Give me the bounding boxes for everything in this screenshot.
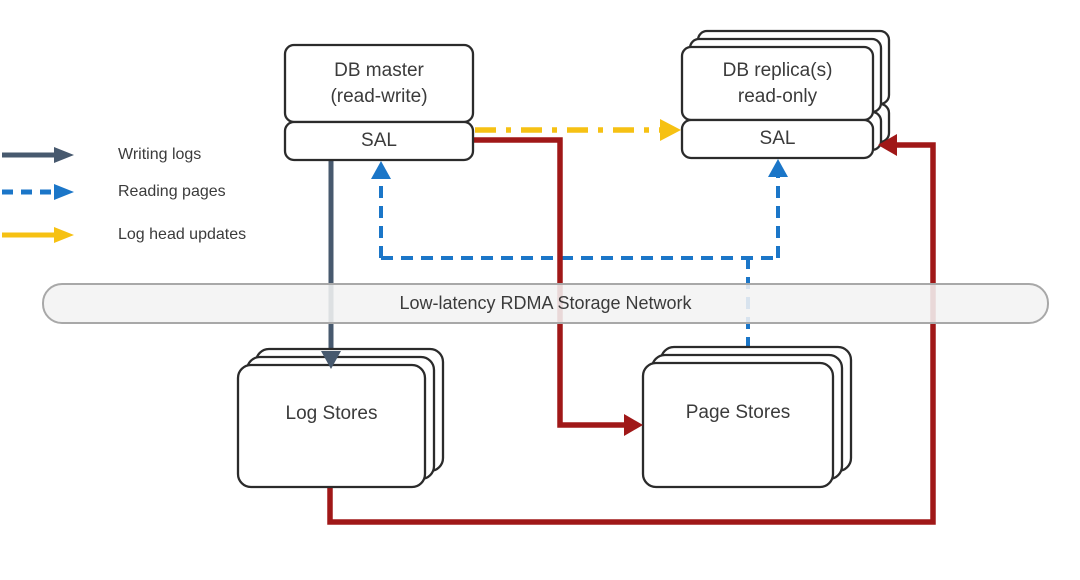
- legend-item-reading-pages: Reading pages: [0, 182, 320, 202]
- red-path-log-stores-to-replica-sal: [327, 142, 936, 525]
- red-arrow-paths: [327, 137, 936, 525]
- page-stores-label: Page Stores: [685, 402, 791, 423]
- page-stores-stack: [641, 345, 853, 489]
- db-master-title-line2: (read-write): [330, 85, 428, 107]
- legend-item-log-head-updates: Log head updates: [0, 225, 320, 245]
- writing-logs-arrowhead: [321, 351, 341, 369]
- db-replicas-sal-label: SAL: [759, 128, 796, 149]
- rdma-network-bar: [42, 283, 1049, 324]
- reading-pages-arrowhead-replica: [768, 159, 788, 177]
- db-master-title-line1: DB master: [334, 60, 424, 82]
- rdma-network-label: Low-latency RDMA Storage Network: [399, 293, 692, 313]
- log-stores-stack: [236, 347, 445, 489]
- db-master-title: DB master (read-write): [285, 45, 473, 122]
- db-replicas-title-line1: DB replica(s): [722, 60, 833, 82]
- writing-logs-arrow-icon: [2, 147, 74, 163]
- db-master-box: [283, 43, 475, 162]
- log-head-updates-arrow-icon: [2, 227, 74, 243]
- red-arrowhead-replica-sal: [878, 134, 897, 156]
- log-head-updates-legend-label: Log head updates: [118, 226, 247, 243]
- red-path-master-sal-to-page-stores: [473, 137, 630, 428]
- reading-pages-legend-label: Reading pages: [118, 183, 226, 200]
- legend-item-writing-logs: Writing logs: [0, 145, 320, 165]
- db-replicas-title: DB replica(s) read-only: [682, 47, 873, 120]
- db-replicas-stack: [680, 29, 891, 160]
- db-master-sal-label: SAL: [361, 130, 397, 151]
- red-arrowhead-page-stores: [624, 414, 643, 436]
- log-stores-label: Log Stores: [285, 403, 378, 424]
- writing-logs-legend-label: Writing logs: [118, 146, 202, 163]
- log-head-updates-arrowhead: [660, 119, 681, 141]
- reading-pages-arrow-icon: [2, 184, 74, 200]
- arrowheads: [321, 119, 897, 436]
- reading-pages-arrowhead-master: [371, 161, 391, 179]
- db-replicas-title-line2: read-only: [737, 85, 818, 107]
